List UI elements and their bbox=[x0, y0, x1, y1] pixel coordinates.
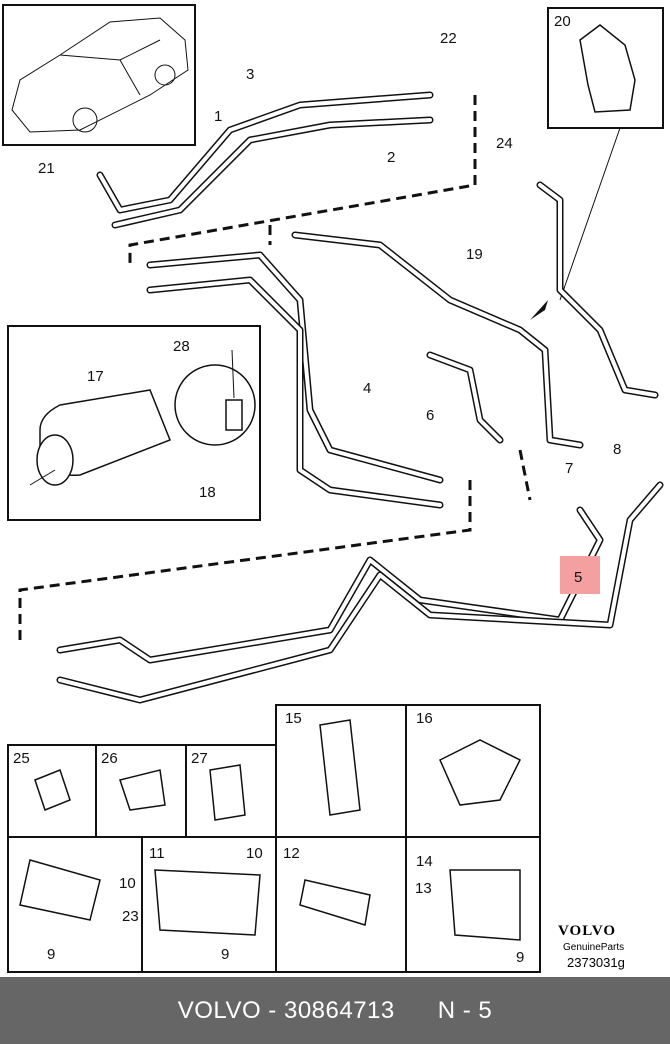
part-number-label: VOLVO - 30864713 bbox=[177, 996, 395, 1024]
callout-22[interactable]: 22 bbox=[440, 30, 457, 47]
parts-diagram: 22 3 1 2 21 24 20 19 28 17 18 4 6 7 8 5 … bbox=[2, 4, 664, 973]
callout-3[interactable]: 3 bbox=[246, 66, 254, 83]
car-inset bbox=[2, 4, 196, 146]
callout-2[interactable]: 2 bbox=[387, 149, 395, 166]
highlight-box-5 bbox=[560, 556, 600, 594]
callout-9[interactable]: 9 bbox=[516, 949, 524, 966]
filter-inset bbox=[7, 325, 261, 521]
genuine-parts-text: GenuineParts bbox=[563, 942, 624, 953]
callout-5[interactable]: 5 bbox=[574, 569, 582, 586]
callout-12[interactable]: 12 bbox=[283, 845, 300, 862]
callout-11[interactable]: 11 bbox=[149, 845, 165, 862]
callout-7[interactable]: 7 bbox=[565, 460, 573, 477]
volvo-logo: VOLVO bbox=[558, 923, 616, 939]
callout-8[interactable]: 8 bbox=[613, 441, 621, 458]
callout-21[interactable]: 21 bbox=[38, 160, 55, 177]
callout-19[interactable]: 19 bbox=[466, 246, 483, 263]
callout-13[interactable]: 13 bbox=[415, 880, 432, 897]
callout-17[interactable]: 17 bbox=[87, 368, 104, 385]
callout-6[interactable]: 6 bbox=[426, 407, 434, 424]
callout-28[interactable]: 28 bbox=[173, 338, 190, 355]
spacer bbox=[395, 997, 438, 1025]
callout-1[interactable]: 1 bbox=[214, 108, 222, 125]
part-number-bar: VOLVO - 30864713 N - 5 bbox=[0, 977, 670, 1044]
drawing-number: 2373031g bbox=[567, 955, 625, 970]
clip-boxes bbox=[7, 704, 541, 973]
callout-14[interactable]: 14 bbox=[416, 853, 433, 870]
callout-16[interactable]: 16 bbox=[416, 710, 433, 727]
callout-9[interactable]: 9 bbox=[47, 946, 55, 963]
callout-15[interactable]: 15 bbox=[285, 710, 302, 727]
callout-10[interactable]: 10 bbox=[119, 875, 136, 892]
callout-18[interactable]: 18 bbox=[199, 484, 216, 501]
callout-4[interactable]: 4 bbox=[363, 380, 371, 397]
callout-9[interactable]: 9 bbox=[221, 946, 229, 963]
callout-26[interactable]: 26 bbox=[101, 750, 118, 767]
callout-labels: 22 3 1 2 21 24 20 19 28 17 18 4 6 7 8 5 … bbox=[13, 13, 621, 966]
callout-10[interactable]: 10 bbox=[246, 845, 263, 862]
callout-27[interactable]: 27 bbox=[191, 750, 208, 767]
callout-23[interactable]: 23 bbox=[122, 908, 139, 925]
callout-24[interactable]: 24 bbox=[496, 135, 513, 152]
volvo-brand: VOLVO GenuineParts 2373031g bbox=[558, 923, 625, 970]
clip-inset-20 bbox=[530, 7, 664, 320]
position-label: N - 5 bbox=[437, 996, 493, 1024]
callout-25[interactable]: 25 bbox=[13, 750, 30, 767]
callout-20[interactable]: 20 bbox=[554, 13, 571, 30]
